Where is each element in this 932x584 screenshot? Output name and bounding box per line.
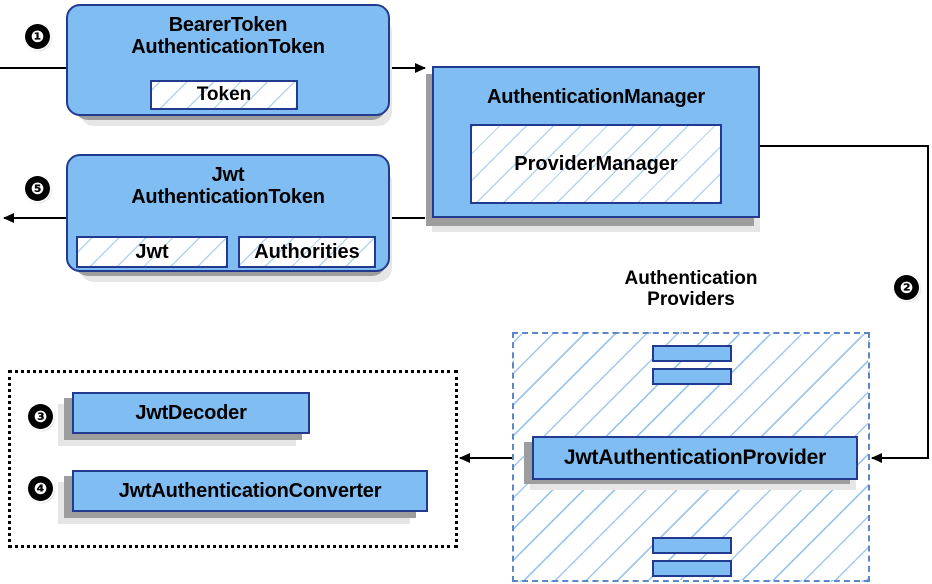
auth-manager-sub-provider-manager-label: ProviderManager [514,152,678,175]
jwt-token-sub-authorities[interactable]: Authorities [238,236,376,268]
auth-manager-sub-provider-manager[interactable]: ProviderManager [470,124,722,204]
badge-step-2: ❷ [894,275,919,300]
jwt-converter-node[interactable]: JwtAuthenticationConverter [72,470,428,512]
bearer-token-sub-token[interactable]: Token [150,80,298,110]
jwt-token-title-line-1: Jwt [211,164,245,186]
badge-step-4: ❹ [28,476,53,501]
auth-manager-title: AuthenticationManager [486,86,706,108]
jwt-token-title: Jwt AuthenticationToken [131,164,325,209]
bearer-token-sub-token-label: Token [196,84,252,105]
jwt-token-sub-authorities-label: Authorities [254,240,360,263]
bearer-token-title-line-1: BearerToken [168,14,288,36]
provider-stub-bottom-2 [652,560,732,577]
badge-step-1: ❶ [25,24,50,49]
jwt-token-title-line-2: AuthenticationToken [131,186,325,209]
jwt-token-sub-jwt[interactable]: Jwt [76,236,228,268]
bearer-token-title-line-2: AuthenticationToken [131,36,325,59]
jwt-decoder-title: JwtDecoder [135,401,247,424]
badge-step-3: ❸ [28,404,53,429]
jwt-decoder-node[interactable]: JwtDecoder [72,392,310,434]
provider-stub-top-1 [652,345,732,362]
caption-line-1: Authentication [624,268,758,289]
provider-stub-bottom-1 [652,537,732,554]
provider-stub-top-2 [652,368,732,385]
jwt-token-sub-jwt-label: Jwt [135,240,169,263]
authentication-providers-caption: Authentication Providers [571,268,811,311]
badge-step-5: ❺ [25,176,50,201]
jwt-converter-title: JwtAuthenticationConverter [118,479,382,502]
bearer-token-title: BearerToken AuthenticationToken [131,14,325,59]
jwt-provider-node[interactable]: JwtAuthenticationProvider [532,436,858,480]
caption-line-2: Providers [647,289,735,311]
jwt-provider-title: JwtAuthenticationProvider [563,446,827,470]
